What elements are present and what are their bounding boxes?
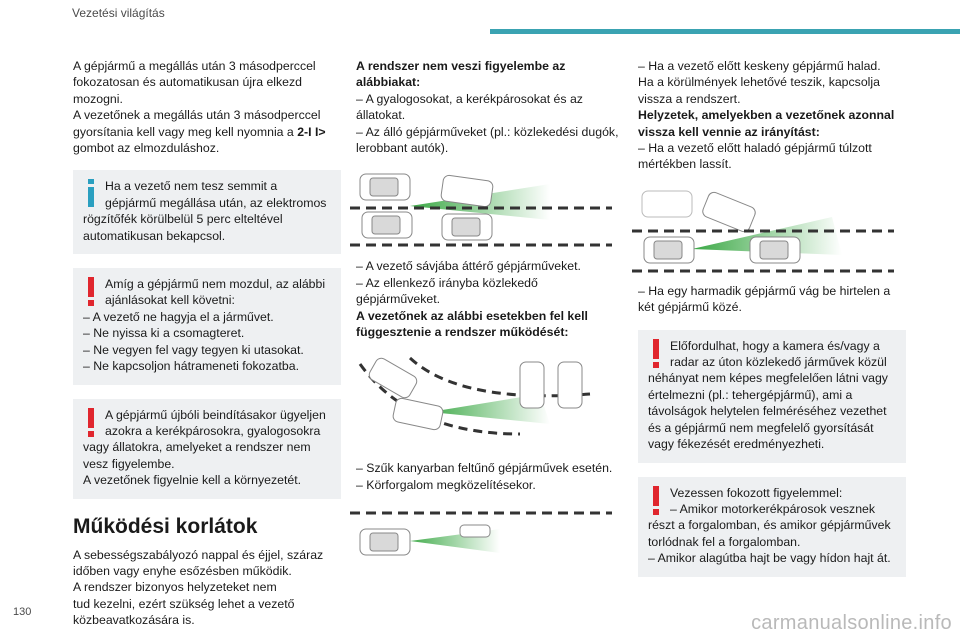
warning-box: Vezessen fokozott figyelemmel: – Amikor … <box>638 476 906 577</box>
subheading: Helyzetek, amelyekben a vezetőnek azonna… <box>638 108 895 139</box>
info-box: Ha a vezető nem tesz semmit a gépjármű m… <box>73 170 341 255</box>
page-number: 130 <box>13 606 32 618</box>
list: – Ha a vezető előtt keskeny gépjármű hal… <box>638 59 881 106</box>
list: – Ha a vezető előtt haladó gépjármű túlz… <box>638 141 872 172</box>
warning-box: Előfordulhat, hogy a kamera és/vagy a ra… <box>638 329 906 463</box>
list: – A vezető sávjába áttérő gépjárműveket.… <box>356 259 581 307</box>
column-1: A gépjármű a megállás után 3 másodpercce… <box>73 58 341 629</box>
subheading: A rendszer nem veszi figyelembe az alább… <box>356 59 566 90</box>
column-2: A rendszer nem veszi figyelembe az alább… <box>350 58 624 569</box>
list: – A gyalogosokat, a kerékpárosokat és az… <box>356 91 619 156</box>
illustration-lane-change <box>350 173 612 247</box>
column-3: – Ha a vezető előtt keskeny gépjármű hal… <box>632 58 906 577</box>
list: – Ha egy harmadik gépjármű vág be hirtel… <box>638 283 891 315</box>
warning-box: A gépjármű újbóli beindításakor ügyeljen… <box>73 398 341 499</box>
illustration-tight-curve <box>358 357 591 436</box>
warning-icon <box>653 338 659 368</box>
watermark: carmanualsonline.info <box>751 612 952 634</box>
section-title: Működési korlátok <box>73 514 258 538</box>
subheading: A vezetőnek az alábbi esetekben fel kell… <box>356 308 588 340</box>
illustration-motorcycle <box>350 511 612 556</box>
info-icon <box>88 179 94 208</box>
warning-box: Amíg a gépjármű nem mozdul, az alábbi aj… <box>73 268 341 385</box>
limits-paragraph: A sebességszabályozó nappal és éjjel, sz… <box>73 547 324 628</box>
warning-icon <box>653 485 659 515</box>
button-label: 2-I I> <box>297 124 326 139</box>
illustration-braking <box>632 190 894 273</box>
warning-icon <box>88 277 94 307</box>
list: – Szűk kanyarban feltűnő gépjárművek ese… <box>356 461 613 492</box>
header-title: Vezetési világítás <box>72 6 165 20</box>
header-accent-bar <box>490 29 960 34</box>
intro-paragraph: A gépjármű a megállás után 3 másodpercce… <box>73 59 326 156</box>
warning-icon <box>88 407 94 437</box>
